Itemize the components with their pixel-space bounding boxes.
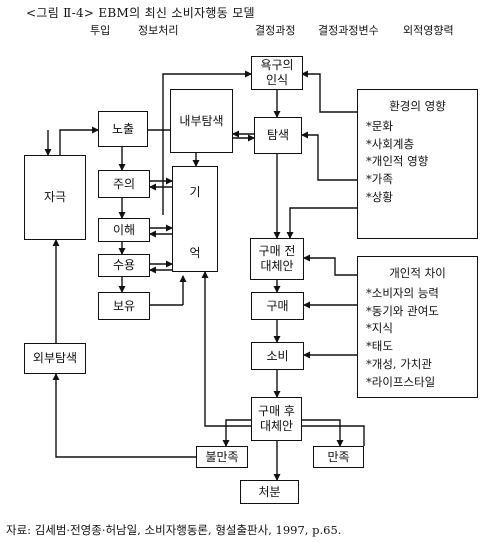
satisfaction-box: 만족: [313, 446, 364, 468]
attention-box: 주의: [98, 170, 150, 198]
post-purchase-line1: 구매 후: [258, 404, 295, 418]
internal-search-label: 내부탐색: [179, 113, 224, 128]
indiv-item: *라이프스타일: [366, 374, 436, 389]
stage-information-processing: 정보처리: [138, 24, 179, 37]
stimulus-box: 자극: [24, 155, 86, 240]
figure-title: <그림 Ⅱ-4> EBM의 최신 소비자행동 모델: [26, 6, 255, 20]
need-recognition-box: 욕구의 인식: [251, 56, 303, 90]
stage-external-influences: 외적영향력: [403, 24, 454, 37]
comprehension-label: 이해: [112, 222, 136, 237]
need-recognition-line1: 욕구의: [260, 58, 294, 72]
post-purchase-alternatives-box: 구매 후 대체안: [251, 397, 302, 441]
purchase-label: 구매: [266, 298, 289, 313]
pre-purchase-line1: 구매 전: [258, 244, 296, 258]
dissatisfaction-label: 불만족: [205, 449, 239, 464]
pre-purchase-line2: 대체안: [260, 259, 294, 273]
stage-input: 투입: [90, 24, 111, 37]
acceptance-box: 수용: [98, 254, 150, 277]
pre-purchase-alternatives-box: 구매 전 대체안: [250, 238, 304, 280]
disposal-box: 처분: [240, 480, 299, 504]
consumption-label: 소비: [266, 348, 289, 363]
source-citation: 자료: 김세범·전영종·허남일, 소비자행동론, 형설출판사, 1997, p.…: [6, 523, 342, 537]
indiv-item: *지식: [366, 321, 393, 336]
indiv-item: *개성, 가치관: [366, 357, 432, 372]
search-box: 탐색: [254, 117, 302, 154]
memory-char1: 기: [189, 185, 201, 199]
purchase-box: 구매: [251, 292, 304, 320]
search-label: 탐색: [266, 128, 290, 142]
exposure-box: 노출: [98, 111, 148, 147]
comprehension-box: 이해: [98, 218, 150, 242]
external-search-box: 외부탐색: [24, 343, 86, 374]
exposure-label: 노출: [111, 121, 135, 136]
stage-decision-variables: 결정과정변수: [318, 24, 379, 37]
env-item: *사회계층: [366, 136, 415, 151]
environmental-influences-panel: 환경의 영향 *문화 *사회계층 *개인적 영향 *가족 *상황: [357, 89, 478, 239]
indiv-item: *동기와 관여도: [366, 303, 439, 318]
need-recognition-line2: 인식: [265, 73, 289, 87]
retention-box: 보유: [98, 292, 150, 320]
acceptance-label: 수용: [112, 258, 136, 272]
disposal-label: 처분: [258, 484, 281, 499]
indiv-item: *태도: [366, 339, 393, 354]
external-search-label: 외부탐색: [32, 351, 78, 365]
env-item: *가족: [366, 172, 393, 187]
stimulus-label: 자극: [43, 190, 67, 204]
individual-differences-title: 개인적 차이: [389, 266, 446, 280]
post-purchase-line2: 대체안: [259, 419, 294, 433]
env-item: *문화: [366, 118, 393, 133]
environmental-influences-title: 환경의 영향: [389, 99, 446, 113]
memory-box: 기 억: [172, 166, 218, 272]
individual-differences-panel: 개인적 차이 *소비자의 능력 *동기와 관여도 *지식 *태도 *개성, 가치…: [357, 256, 478, 398]
stage-decision-process: 결정과정: [255, 24, 296, 37]
consumption-box: 소비: [251, 342, 304, 370]
retention-label: 보유: [112, 298, 136, 313]
indiv-item: *소비자의 능력: [366, 285, 439, 300]
memory-char2: 억: [189, 246, 201, 260]
satisfaction-label: 만족: [327, 449, 350, 464]
attention-label: 주의: [112, 176, 136, 191]
env-item: *상황: [366, 190, 393, 205]
internal-search-box: 내부탐색: [170, 89, 233, 153]
env-item: *개인적 영향: [366, 154, 429, 169]
dissatisfaction-box: 불만족: [196, 446, 248, 468]
